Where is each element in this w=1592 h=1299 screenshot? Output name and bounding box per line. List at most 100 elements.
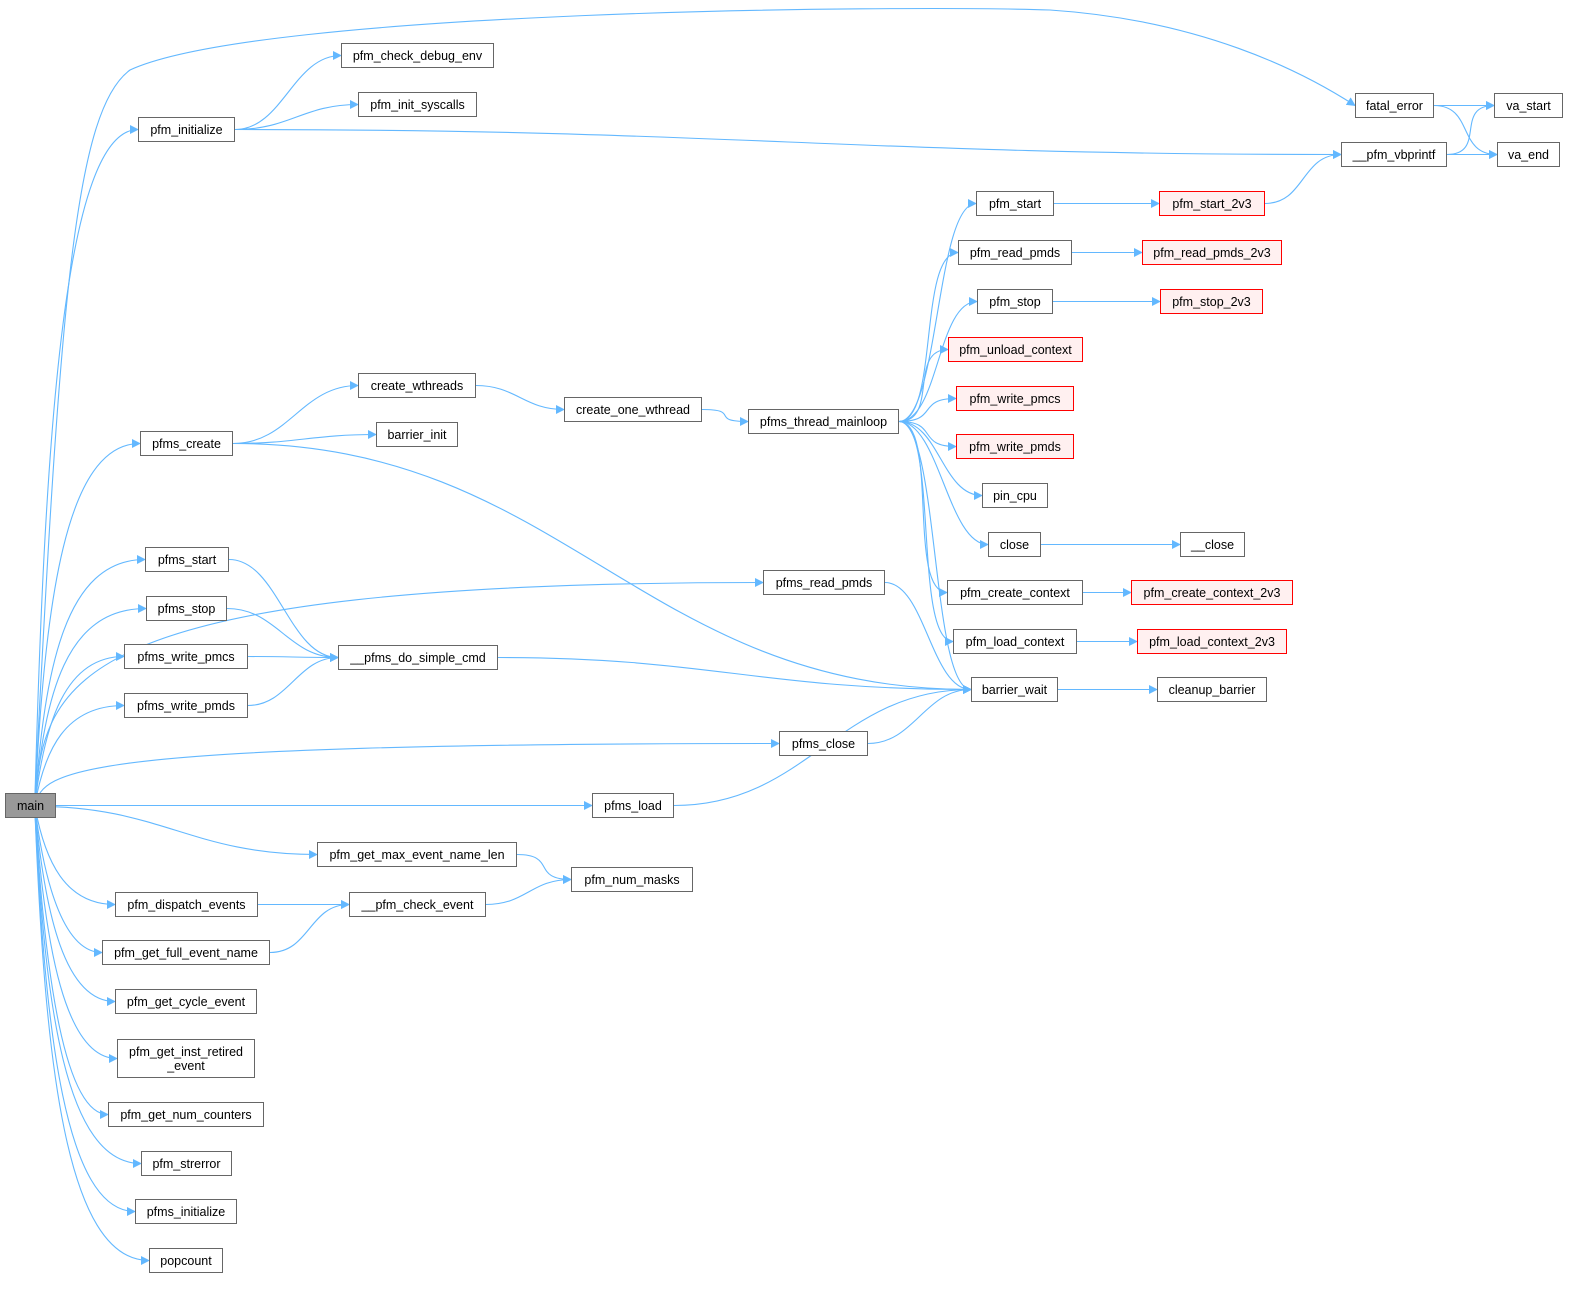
node-close[interactable]: __close [1180,532,1245,557]
node-popcount[interactable]: popcount [149,1248,223,1273]
node-pfm-get-num-counters[interactable]: pfm_get_num_counters [108,1102,264,1127]
edge-pfms-thread-mainloop-to-barrier-wait [898,420,972,694]
edge-main-to-pfms-create [34,439,141,800]
node-pfms-close[interactable]: pfms_close [779,731,868,756]
edge-pfms-thread-mainloop-to-pfm-start [898,199,977,423]
node-close[interactable]: close [988,532,1041,557]
edge-create-one-wthread-to-pfms-thread-mainloop [701,408,749,426]
node-pfms-do-simple-cmd[interactable]: __pfms_do_simple_cmd [338,645,498,670]
edge-main-to-pfms-write-pmds [34,701,125,804]
node-main[interactable]: main [5,793,56,818]
edge-pfms-thread-mainloop-to-pfm-load-context [898,420,954,646]
node-pfm-check-debug-env[interactable]: pfm_check_debug_env [341,43,494,68]
node-barrier-wait[interactable]: barrier_wait [971,677,1058,702]
node-pfm-get-cycle-event[interactable]: pfm_get_cycle_event [115,989,257,1014]
node-pfm-unload-context[interactable]: pfm_unload_context [948,337,1083,362]
edge-pfms-thread-mainloop-to-close [898,420,989,549]
node-pfm-strerror[interactable]: pfm_strerror [141,1151,232,1176]
node-pfms-stop[interactable]: pfms_stop [146,596,227,621]
edge-pfm-vbprintf-to-va-start [1446,101,1495,156]
edge-main-to-fatal-error [34,7,1356,796]
edge-main-to-pfm-get-max-event-name-len [34,805,318,859]
node-pfm-load-context-2v3[interactable]: pfm_load_context_2v3 [1137,629,1287,654]
node-pfms-start[interactable]: pfms_start [145,547,229,572]
node-create-one-wthread[interactable]: create_one_wthread [564,397,702,422]
node-pfm-stop[interactable]: pfm_stop [977,289,1053,314]
node-pfms-thread-mainloop[interactable]: pfms_thread_mainloop [748,409,899,434]
node-pfm-start[interactable]: pfm_start [976,191,1054,216]
node-pfm-get-inst-retired-event[interactable]: pfm_get_inst_retired _event [117,1039,255,1078]
node-pfms-load[interactable]: pfms_load [592,793,674,818]
edge-pfms-read-pmds-to-barrier-wait [884,581,972,694]
node-pfms-initialize[interactable]: pfms_initialize [135,1199,237,1224]
node-barrier-init[interactable]: barrier_init [376,422,458,447]
node-pfm-num-masks[interactable]: pfm_num_masks [571,867,693,892]
node-pfm-load-context[interactable]: pfm_load_context [953,629,1077,654]
node-pfms-read-pmds[interactable]: pfms_read_pmds [763,570,885,595]
node-pfm-write-pmcs[interactable]: pfm_write_pmcs [956,386,1074,411]
edge-pfms-do-simple-cmd-to-barrier-wait [497,656,972,694]
edge-main-to-pfms-start [34,555,146,802]
node-create-wthreads[interactable]: create_wthreads [358,373,476,398]
node-fatal-error[interactable]: fatal_error [1355,93,1434,118]
edge-pfm-get-full-event-name-to-pfm-check-event [269,900,350,954]
node-pfm-read-pmds-2v3[interactable]: pfm_read_pmds_2v3 [1142,240,1282,265]
edge-pfms-thread-mainloop-to-pfm-write-pmcs [898,394,957,423]
edge-main-to-pfm-initialize [34,125,139,796]
edge-main-to-pfm-get-cycle-event [34,808,116,1006]
node-pfm-dispatch-events[interactable]: pfm_dispatch_events [115,892,258,917]
node-pfm-init-syscalls[interactable]: pfm_init_syscalls [358,92,477,117]
node-pfms-write-pmds[interactable]: pfms_write_pmds [124,693,248,718]
edge-pfms-start-to-pfms-do-simple-cmd [228,558,339,662]
edge-pfms-write-pmcs-to-pfms-do-simple-cmd [247,652,339,662]
edge-main-to-pfms-write-pmcs [34,652,125,804]
edge-main-to-pfm-get-full-event-name [34,807,103,957]
edge-main-to-pfm-strerror [34,811,142,1168]
node-pin-cpu[interactable]: pin_cpu [982,483,1048,508]
edge-pfms-close-to-barrier-wait [867,685,972,745]
node-pfm-start-2v3[interactable]: pfm_start_2v3 [1159,191,1265,216]
node-pfm-write-pmds[interactable]: pfm_write_pmds [956,434,1074,459]
edge-pfms-thread-mainloop-to-pfm-stop [898,297,978,423]
edge-main-to-pfm-get-inst-retired-event [34,809,118,1063]
edge-pfms-create-to-create-wthreads [232,381,359,445]
node-cleanup-barrier[interactable]: cleanup_barrier [1157,677,1267,702]
edge-pfms-stop-to-pfms-do-simple-cmd [226,607,339,662]
edge-main-to-popcount [34,813,150,1265]
edge-main-to-pfm-get-num-counters [34,810,109,1119]
edge-pfms-create-to-barrier-wait [232,442,972,694]
node-pfm-create-context[interactable]: pfm_create_context [947,580,1083,605]
edge-pfms-write-pmds-to-pfms-do-simple-cmd [247,653,339,707]
edge-pfms-thread-mainloop-to-pin-cpu [898,420,983,500]
edge-main-to-pfm-dispatch-events [34,807,116,909]
edge-pfm-initialize-to-pfm-init-syscalls [234,100,359,131]
node-pfm-read-pmds[interactable]: pfm_read_pmds [958,240,1072,265]
edge-pfm-initialize-to-pfm-check-debug-env [234,51,342,131]
node-pfm-vbprintf[interactable]: __pfm_vbprintf [1341,142,1447,167]
edge-main-to-pfms-close [34,739,780,805]
node-pfm-check-event[interactable]: __pfm_check_event [349,892,486,917]
node-va-start[interactable]: va_start [1494,93,1563,118]
node-pfms-create[interactable]: pfms_create [140,431,233,456]
node-pfm-initialize[interactable]: pfm_initialize [138,117,235,142]
edge-pfm-initialize-to-pfm-vbprintf [234,128,1342,159]
edge-fatal-error-to-va-end [1433,104,1498,159]
edge-pfm-start-2v3-to-pfm-vbprintf [1264,150,1342,205]
node-pfms-write-pmcs[interactable]: pfms_write_pmcs [124,644,248,669]
edge-pfms-create-to-barrier-init [232,430,377,445]
node-pfm-get-max-event-name-len[interactable]: pfm_get_max_event_name_len [317,842,517,867]
edge-pfms-thread-mainloop-to-pfm-unload-context [898,345,949,423]
node-pfm-get-full-event-name[interactable]: pfm_get_full_event_name [102,940,270,965]
edge-pfm-get-max-event-name-len-to-pfm-num-masks [516,853,572,884]
edge-pfm-check-event-to-pfm-num-masks [485,875,572,906]
edge-create-wthreads-to-create-one-wthread [475,384,565,414]
edge-pfms-thread-mainloop-to-pfm-write-pmds [898,420,957,451]
node-pfm-stop-2v3[interactable]: pfm_stop_2v3 [1160,289,1263,314]
node-va-end[interactable]: va_end [1497,142,1560,167]
edge-main-to-pfms-stop [34,604,147,803]
node-pfm-create-context-2v3[interactable]: pfm_create_context_2v3 [1131,580,1293,605]
edge-pfms-thread-mainloop-to-pfm-create-context [898,420,948,597]
edge-main-to-pfms-initialize [34,812,136,1216]
